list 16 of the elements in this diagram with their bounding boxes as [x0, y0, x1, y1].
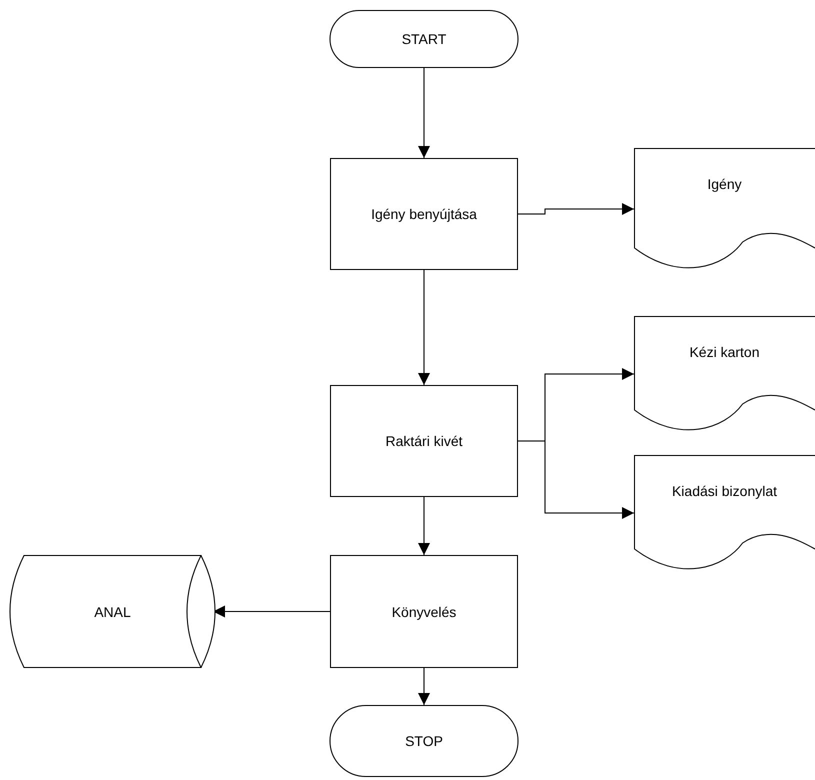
- arrow: [418, 668, 430, 706]
- arrow: [518, 203, 634, 215]
- node-label: Könyvelés: [392, 604, 456, 620]
- node-label: Igény: [707, 176, 742, 192]
- node-label: Kézi karton: [689, 344, 760, 360]
- node-label: STOP: [405, 733, 443, 749]
- node-label: Igény benyújtása: [371, 206, 477, 222]
- arrow: [212, 606, 330, 618]
- node-label: ANAL: [94, 604, 131, 620]
- node-label: Kiadási bizonylat: [672, 483, 778, 499]
- arrow: [418, 68, 430, 158]
- arrow: [418, 496, 430, 556]
- arrow: [518, 440, 634, 519]
- node-label: START: [402, 31, 446, 47]
- arrow: [418, 270, 430, 386]
- node-label: Raktári kivét: [385, 433, 463, 449]
